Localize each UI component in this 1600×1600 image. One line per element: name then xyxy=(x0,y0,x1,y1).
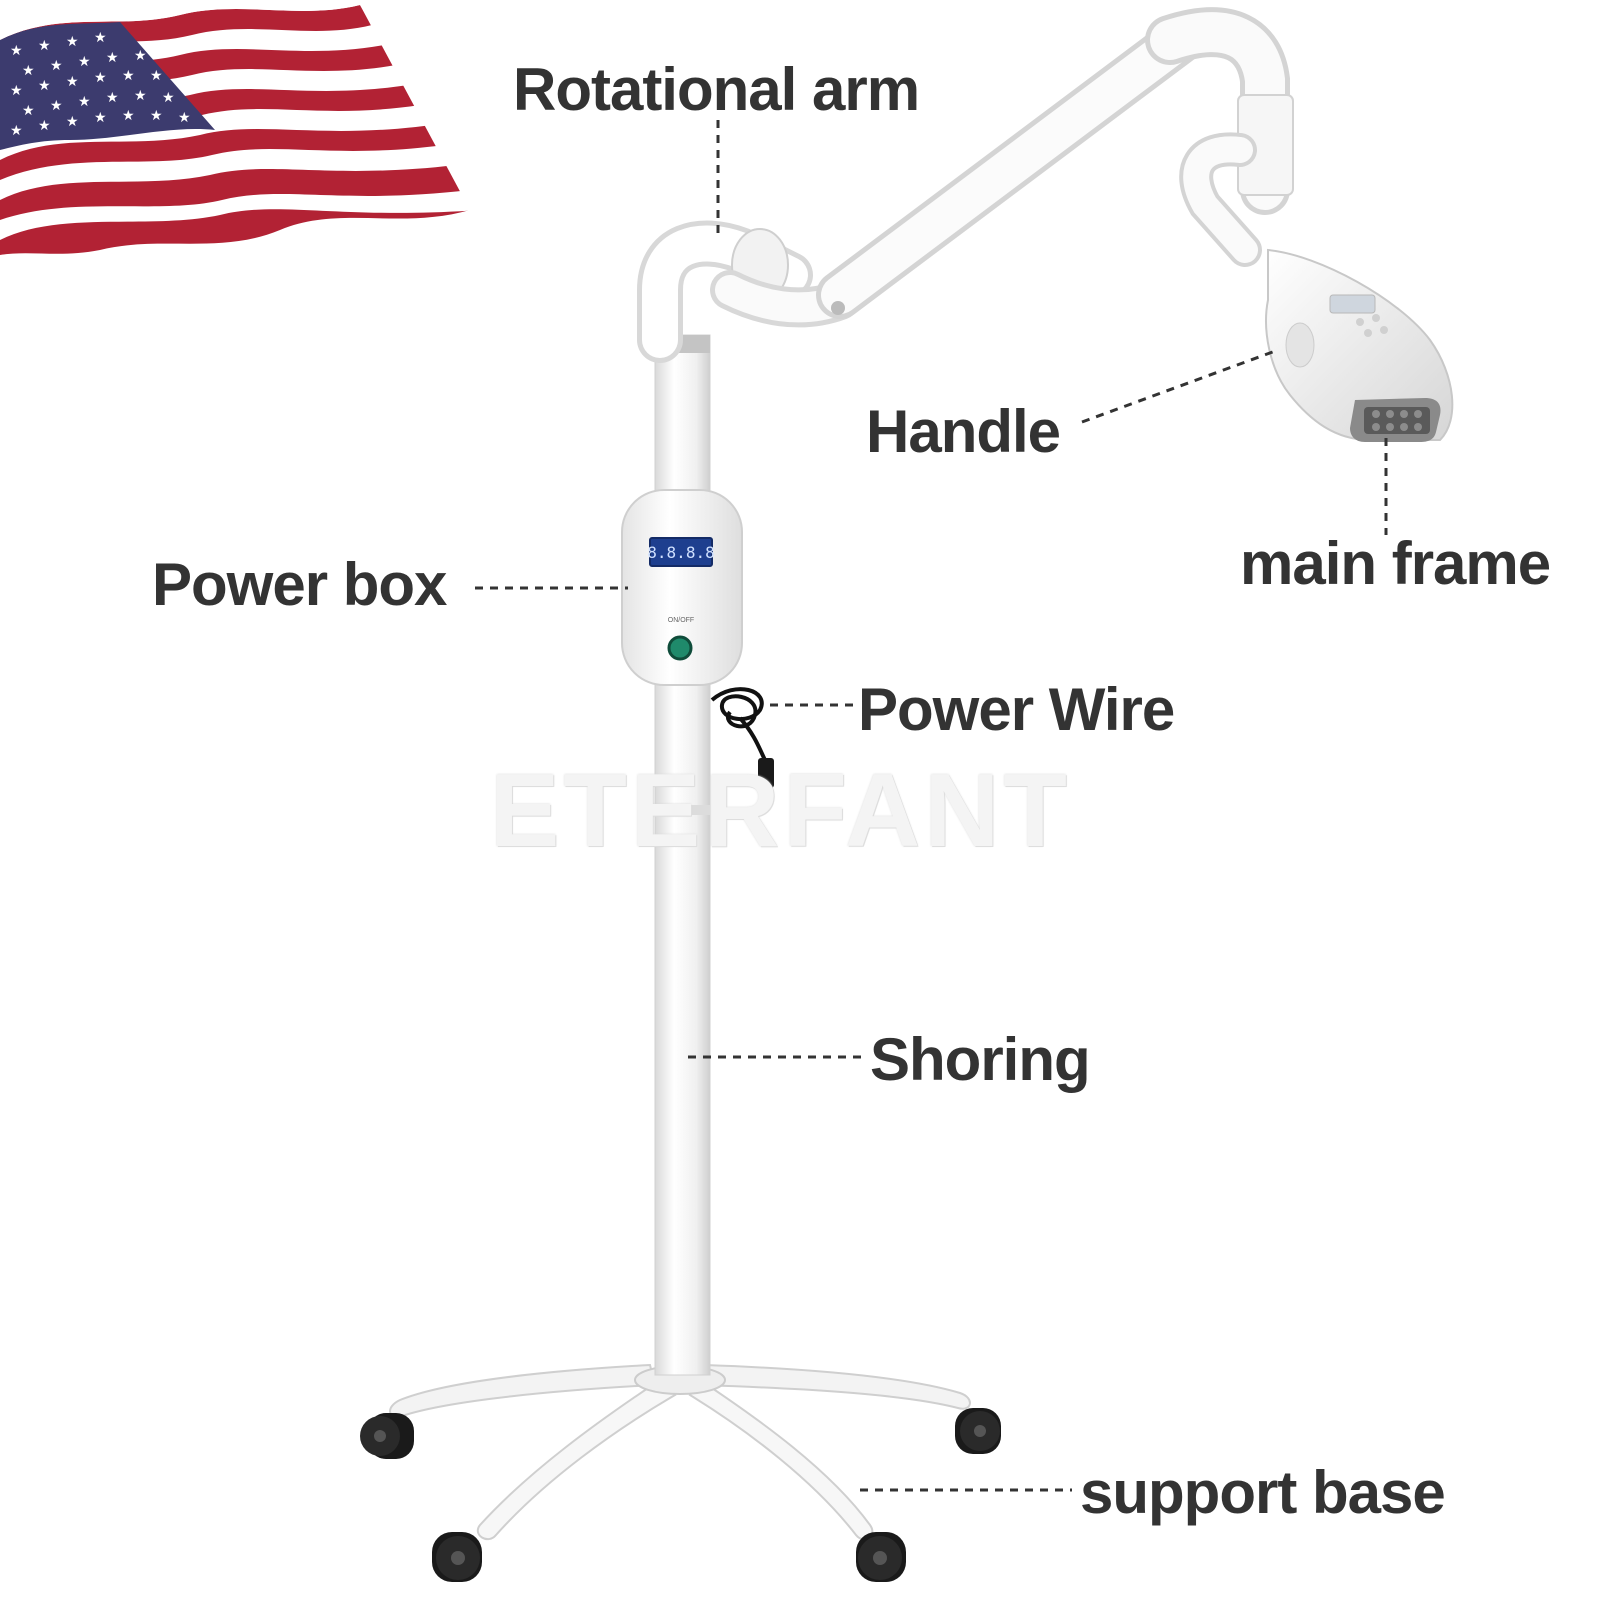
caster-wheel-front-left xyxy=(360,1413,414,1459)
svg-text:★: ★ xyxy=(66,114,79,130)
svg-text:★: ★ xyxy=(38,118,51,134)
svg-text:★: ★ xyxy=(178,110,191,126)
svg-text:★: ★ xyxy=(94,30,107,46)
svg-text:★: ★ xyxy=(66,34,79,50)
svg-text:★: ★ xyxy=(78,94,91,110)
svg-text:★: ★ xyxy=(78,54,91,70)
svg-text:★: ★ xyxy=(134,88,147,104)
caster-wheel-back-left xyxy=(432,1532,482,1582)
caster-wheel-front-right xyxy=(955,1408,1001,1454)
svg-text:★: ★ xyxy=(10,83,23,99)
svg-text:★: ★ xyxy=(122,108,135,124)
label-main-frame: main frame xyxy=(1240,534,1550,594)
label-shoring: Shoring xyxy=(870,1030,1090,1090)
label-power-box: Power box xyxy=(152,555,446,615)
svg-text:★: ★ xyxy=(10,123,23,139)
svg-text:★: ★ xyxy=(38,78,51,94)
svg-text:★: ★ xyxy=(50,58,63,74)
svg-text:★: ★ xyxy=(106,50,119,66)
svg-text:★: ★ xyxy=(22,103,35,119)
switch-label: ON/OFF xyxy=(668,617,694,624)
svg-text:★: ★ xyxy=(10,43,23,59)
svg-text:★: ★ xyxy=(66,74,79,90)
svg-text:★: ★ xyxy=(122,68,135,84)
svg-text:★: ★ xyxy=(94,110,107,126)
support-base xyxy=(390,1365,970,1539)
watermark: ETERFANT xyxy=(490,752,1071,871)
lamp-head xyxy=(1266,250,1452,442)
svg-text:★: ★ xyxy=(162,90,175,106)
svg-text:★: ★ xyxy=(150,108,163,124)
label-power-wire: Power Wire xyxy=(858,680,1174,740)
label-support-base: support base xyxy=(1080,1463,1445,1523)
svg-text:★: ★ xyxy=(106,90,119,106)
svg-text:★: ★ xyxy=(134,48,147,64)
svg-text:★: ★ xyxy=(38,38,51,54)
leader-handle xyxy=(1082,350,1278,422)
power-box: 8.8.8.8 ON/OFF xyxy=(622,490,742,685)
label-handle: Handle xyxy=(866,402,1060,462)
svg-text:★: ★ xyxy=(150,68,163,84)
label-rotational-arm: Rotational arm xyxy=(513,60,919,120)
svg-text:★: ★ xyxy=(50,98,63,114)
power-switch[interactable] xyxy=(669,637,691,659)
display-readout: 8.8.8.8 xyxy=(647,543,714,562)
svg-text:★: ★ xyxy=(22,63,35,79)
us-flag-icon: ★★★★ ★★★★★ ★★★★★★ ★★★★★★ ★★★★★★★ xyxy=(0,0,480,260)
caster-wheel-back-right xyxy=(856,1532,906,1582)
svg-text:★: ★ xyxy=(94,70,107,86)
